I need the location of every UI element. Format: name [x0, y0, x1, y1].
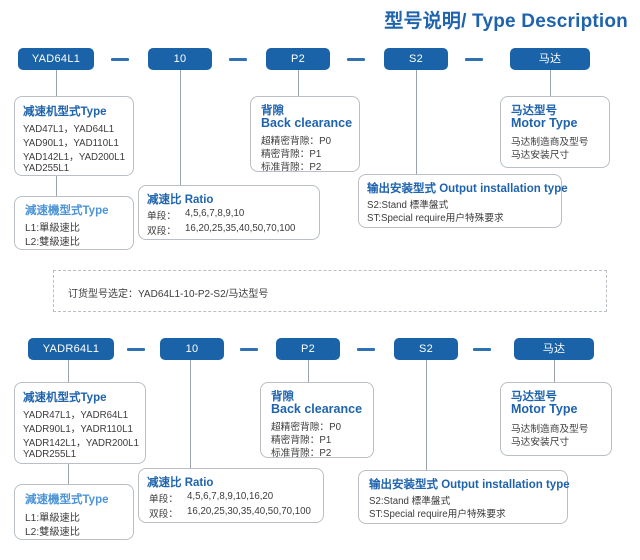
- callout-line: 马达安装尺寸: [511, 437, 570, 448]
- connector-line: [56, 176, 57, 196]
- callout-heading: 減速機型式Type: [25, 205, 109, 217]
- callout-line: L1:單級速比: [25, 513, 80, 524]
- callout-heading-en: Motor Type: [511, 116, 578, 130]
- callout-heading: 输出安装型式 Output installation type: [369, 479, 570, 491]
- callout-heading: 减速机型式Type: [23, 106, 107, 118]
- connector-line: [190, 360, 191, 468]
- code-pill-yad-model[interactable]: YAD64L1: [18, 48, 94, 70]
- callout-line: 马达制造商及型号: [511, 424, 589, 435]
- connector-line: [554, 360, 555, 382]
- callout-line: 标准背隙：P2: [271, 448, 332, 459]
- callout-yadr-type: 减速机型式Type YADR47L1，YADR64L1 YADR90L1，YAD…: [14, 382, 146, 464]
- code-pill-yadr-install[interactable]: S2: [394, 338, 458, 360]
- separator-dash: [127, 348, 145, 351]
- callout-value: 16,20,25,30,35,40,50,70,100: [187, 506, 311, 517]
- callout-heading: 输出安装型式 Output installation type: [367, 183, 568, 195]
- code-pill-yad-install[interactable]: S2: [384, 48, 448, 70]
- callout-line: YADR255L1: [23, 449, 77, 460]
- callout-heading-cn: 背隙: [261, 105, 284, 117]
- connector-line: [416, 70, 417, 174]
- code-pill-yadr-ratio[interactable]: 10: [160, 338, 224, 360]
- callout-line: 超精密背隙：P0: [261, 136, 331, 147]
- separator-dash: [229, 58, 247, 61]
- callout-line: 马达安装尺寸: [511, 150, 570, 161]
- callout-yad-type: 减速机型式Type YAD47L1，YAD64L1 YAD90L1，YAD110…: [14, 96, 134, 176]
- code-pill-yadr-clearance[interactable]: P2: [276, 338, 340, 360]
- callout-label: 单段：: [147, 211, 177, 222]
- callout-line: L2:雙級速比: [25, 527, 80, 538]
- order-example-box: [53, 270, 607, 312]
- connector-line: [56, 70, 57, 96]
- callout-yadr-stage: 減速機型式Type L1:單級速比 L2:雙級速比: [14, 484, 134, 540]
- callout-line: 马达制造商及型号: [511, 137, 589, 148]
- code-pill-yad-clearance[interactable]: P2: [266, 48, 330, 70]
- code-pill-yadr-motor[interactable]: 马达: [514, 338, 594, 360]
- callout-heading-cn: 马达型号: [511, 105, 557, 117]
- separator-dash: [111, 58, 129, 61]
- callout-heading-en: Back clearance: [271, 402, 363, 416]
- callout-value: 16,20,25,35,40,50,70,100: [185, 223, 296, 234]
- connector-line: [308, 360, 309, 382]
- callout-line: ST:Special require用户特殊要求: [367, 213, 504, 224]
- page-title: 型号说明/ Type Description: [384, 11, 628, 32]
- separator-dash: [240, 348, 258, 351]
- callout-line: YAD142L1，YAD200L1: [23, 152, 125, 163]
- callout-yad-install: 输出安装型式 Output installation type S2:Stand…: [358, 174, 568, 228]
- callout-yadr-install: 输出安装型式 Output installation type S2:Stand…: [358, 470, 570, 524]
- callout-yad-clearance: 背隙 Back clearance 超精密背隙：P0 精密背隙：P1 标准背隙：…: [250, 96, 360, 173]
- callout-heading-en: Motor Type: [511, 402, 578, 416]
- callout-line: YADR142L1，YADR200L1: [23, 438, 139, 449]
- callout-heading-cn: 马达型号: [511, 391, 557, 403]
- callout-yadr-clearance: 背隙 Back clearance 超精密背隙：P0 精密背隙：P1 标准背隙：…: [260, 382, 374, 459]
- separator-dash: [347, 58, 365, 61]
- callout-yadr-ratio: 减速比 Ratio 单段： 4,5,6,7,8,9,10,16,20 双段： 1…: [138, 468, 324, 523]
- connector-line: [550, 70, 551, 96]
- callout-yad-stage: 減速機型式Type L1:單級速比 L2:雙級速比: [14, 196, 134, 250]
- callout-heading-en: Back clearance: [261, 116, 353, 130]
- separator-dash: [473, 348, 491, 351]
- callout-line: S2:Stand 標準盤式: [367, 200, 449, 211]
- callout-line: ST:Special require用户特殊要求: [369, 509, 506, 520]
- callout-heading: 減速機型式Type: [25, 494, 109, 506]
- connector-line: [68, 464, 69, 484]
- callout-label: 双段：: [149, 509, 179, 520]
- separator-dash: [357, 348, 375, 351]
- code-pill-yadr-model[interactable]: YADR64L1: [28, 338, 114, 360]
- callout-line: 标准背隙：P2: [261, 162, 322, 173]
- callout-line: 精密背隙：P1: [261, 149, 322, 160]
- order-example-text: 订货型号选定：YAD64L1-10-P2-S2/马达型号: [68, 289, 269, 300]
- code-pill-yad-motor[interactable]: 马达: [510, 48, 590, 70]
- callout-yad-motor: 马达型号 Motor Type 马达制造商及型号 马达安装尺寸: [500, 96, 610, 168]
- callout-heading-cn: 背隙: [271, 391, 294, 403]
- callout-line: YADR47L1，YADR64L1: [23, 410, 129, 421]
- callout-label: 双段：: [147, 226, 177, 237]
- callout-line: YAD90L1，YAD110L1: [23, 138, 119, 149]
- callout-line: YAD255L1: [23, 163, 70, 174]
- callout-line: L1:單級速比: [25, 223, 80, 234]
- separator-dash: [465, 58, 483, 61]
- callout-heading: 减速比 Ratio: [147, 477, 214, 489]
- callout-line: YADR90L1，YADR110L1: [23, 424, 133, 435]
- connector-line: [298, 70, 299, 96]
- callout-line: 超精密背隙：P0: [271, 422, 341, 433]
- callout-line: L2:雙級速比: [25, 237, 80, 248]
- callout-heading: 减速比 Ratio: [147, 194, 214, 206]
- callout-yadr-motor: 马达型号 Motor Type 马达制造商及型号 马达安装尺寸: [500, 382, 612, 456]
- code-pill-yad-ratio[interactable]: 10: [148, 48, 212, 70]
- callout-line: 精密背隙：P1: [271, 435, 332, 446]
- callout-line: S2:Stand 標準盤式: [369, 496, 451, 507]
- callout-value: 4,5,6,7,8,9,10: [185, 208, 245, 219]
- callout-line: YAD47L1，YAD64L1: [23, 124, 115, 135]
- callout-value: 4,5,6,7,8,9,10,16,20: [187, 491, 274, 502]
- connector-line: [426, 360, 427, 470]
- callout-yad-ratio: 减速比 Ratio 单段： 4,5,6,7,8,9,10 双段： 16,20,2…: [138, 185, 320, 240]
- connector-line: [68, 360, 69, 382]
- connector-line: [180, 70, 181, 185]
- callout-heading: 减速机型式Type: [23, 392, 107, 404]
- callout-label: 单段：: [149, 494, 179, 505]
